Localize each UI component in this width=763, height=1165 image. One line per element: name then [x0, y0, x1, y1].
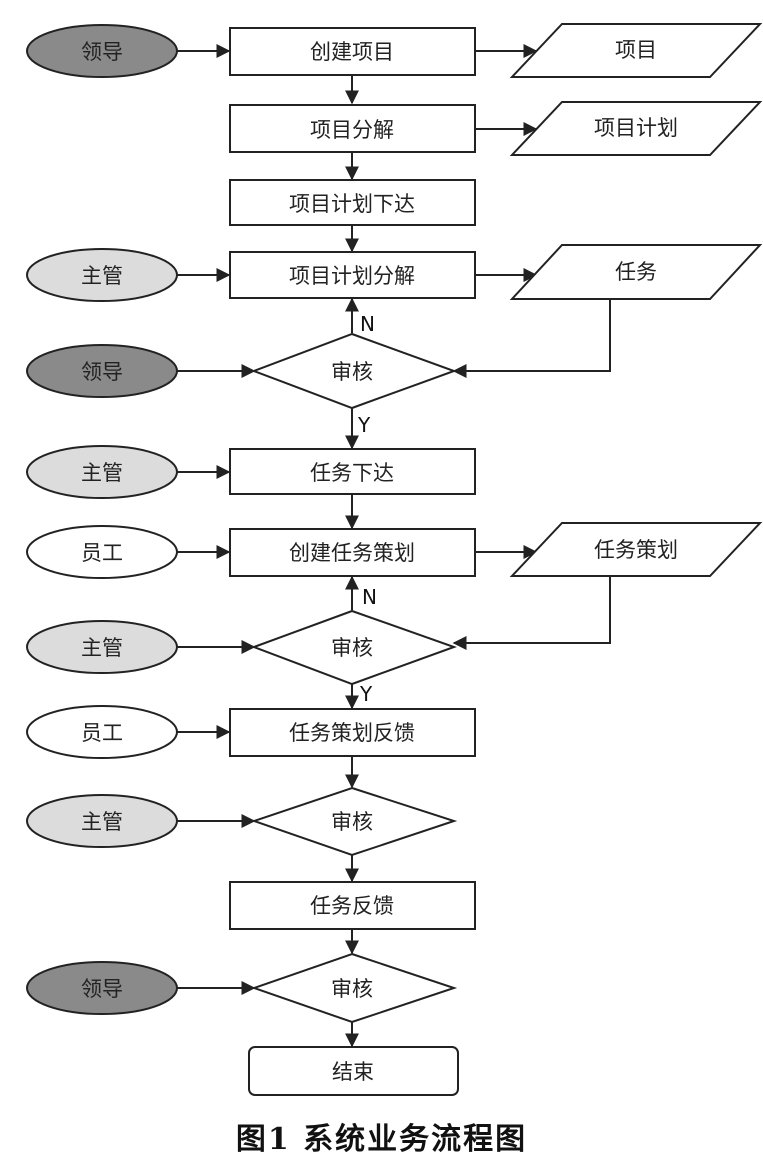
- decision-diamond: [251, 609, 457, 686]
- end-label: 结束: [332, 1060, 374, 1084]
- decision-review-2: 审核: [251, 609, 457, 686]
- decision-diamond: [250, 786, 458, 857]
- actor-supervisor: 主管: [26, 248, 178, 302]
- output-label: 任务策划: [594, 538, 678, 562]
- actor-label: 主管: [81, 810, 123, 834]
- process-create-task-plan: 创建任务策划: [229, 528, 476, 577]
- end-box: [248, 1046, 459, 1096]
- flowchart: 领导 主管 领导 主管 员工 主管 员工 主管: [26, 23, 763, 1096]
- actor-label: 领导: [81, 40, 123, 64]
- process-label: 项目计划下达: [289, 192, 415, 216]
- process-plan-split: 项目计划分解: [229, 251, 476, 299]
- actor-label: 领导: [81, 977, 123, 1001]
- process-box: [229, 881, 476, 930]
- branch-labels: N Y N Y: [357, 312, 377, 706]
- output-task: 任务: [509, 244, 763, 300]
- output-label: 项目: [615, 38, 657, 62]
- actor-label: 主管: [81, 264, 123, 288]
- actor-ellipse: [26, 620, 178, 674]
- process-label: 任务策划反馈: [289, 721, 415, 745]
- actor-ellipse: [26, 961, 178, 1015]
- output-label: 任务: [615, 260, 657, 284]
- process-label: 项目计划分解: [289, 264, 415, 288]
- process-box: [229, 27, 476, 76]
- actor-employee: 员工: [26, 705, 178, 759]
- figure-caption: 图1 系统业务流程图: [235, 1122, 528, 1157]
- outputs: 项目 项目计划 任务 任务策划: [509, 23, 763, 577]
- output-label: 项目计划: [594, 116, 678, 140]
- output-parallelogram: [509, 101, 763, 156]
- decision-diamond: [250, 952, 458, 1024]
- actor-label: 主管: [81, 461, 123, 485]
- process-label: 创建项目: [310, 40, 394, 64]
- arrow-taskplan-to-review2: [452, 576, 611, 650]
- process-task-issue: 任务下达: [229, 448, 476, 495]
- actor-supervisor: 主管: [26, 445, 178, 499]
- actors: 领导 主管 领导 主管 员工 主管 员工 主管: [26, 24, 178, 1015]
- actor-label: 主管: [81, 636, 123, 660]
- decision-label: 审核: [331, 636, 373, 660]
- actor-label: 员工: [81, 541, 123, 565]
- process-create-project: 创建项目: [229, 27, 476, 76]
- no-label: N: [362, 585, 377, 609]
- yes-label: Y: [357, 413, 371, 437]
- process-label: 任务下达: [310, 461, 394, 485]
- actor-supervisor: 主管: [26, 794, 178, 848]
- process-box: [229, 528, 476, 577]
- actor-employee: 员工: [26, 525, 178, 579]
- actor-label: 员工: [81, 721, 123, 745]
- output-parallelogram: [509, 522, 763, 577]
- connectors: [177, 44, 611, 1048]
- process-box: [229, 448, 476, 495]
- decision-review-3: 审核: [250, 786, 458, 857]
- process-label: 项目分解: [310, 118, 394, 142]
- decision-diamond: [251, 332, 457, 410]
- decision-label: 审核: [331, 977, 373, 1001]
- process-label: 任务反馈: [310, 894, 394, 918]
- decision-label: 审核: [331, 360, 373, 384]
- end-terminal: 结束: [248, 1046, 459, 1096]
- process-task-feedback: 任务反馈: [229, 881, 476, 930]
- actor-leader: 领导: [26, 961, 178, 1015]
- actor-ellipse: [26, 525, 178, 579]
- actor-leader: 领导: [26, 344, 178, 398]
- process-plan-issue: 项目计划下达: [229, 179, 476, 226]
- actor-ellipse: [26, 344, 178, 398]
- process-steps: 创建项目 项目分解 项目计划下达 项目计划分解 任务下达 创建任务策划 任务策划…: [229, 27, 476, 930]
- actor-label: 领导: [81, 360, 123, 384]
- process-box: [229, 708, 476, 757]
- process-box: [229, 179, 476, 226]
- actor-ellipse: [26, 794, 178, 848]
- actor-ellipse: [26, 24, 178, 78]
- decision-review-4: 审核: [250, 952, 458, 1024]
- yes-label: Y: [359, 682, 373, 706]
- actor-ellipse: [26, 248, 178, 302]
- decision-review-1: 审核: [251, 332, 457, 410]
- process-box: [229, 251, 476, 299]
- process-task-plan-feedback: 任务策划反馈: [229, 708, 476, 757]
- actor-leader: 领导: [26, 24, 178, 78]
- decision-label: 审核: [331, 810, 373, 834]
- decisions: 审核 审核 审核 审核: [250, 332, 458, 1024]
- actor-ellipse: [26, 445, 178, 499]
- output-project: 项目: [509, 23, 763, 78]
- process-project-split: 项目分解: [229, 104, 476, 153]
- process-box: [229, 104, 476, 153]
- output-project-plan: 项目计划: [509, 101, 763, 156]
- output-parallelogram: [509, 23, 763, 78]
- output-task-plan: 任务策划: [509, 522, 763, 577]
- process-label: 创建任务策划: [289, 541, 415, 565]
- arrow-task-to-review1: [452, 299, 611, 378]
- output-parallelogram: [509, 244, 763, 300]
- no-label: N: [360, 312, 375, 336]
- actor-supervisor: 主管: [26, 620, 178, 674]
- actor-ellipse: [26, 705, 178, 759]
